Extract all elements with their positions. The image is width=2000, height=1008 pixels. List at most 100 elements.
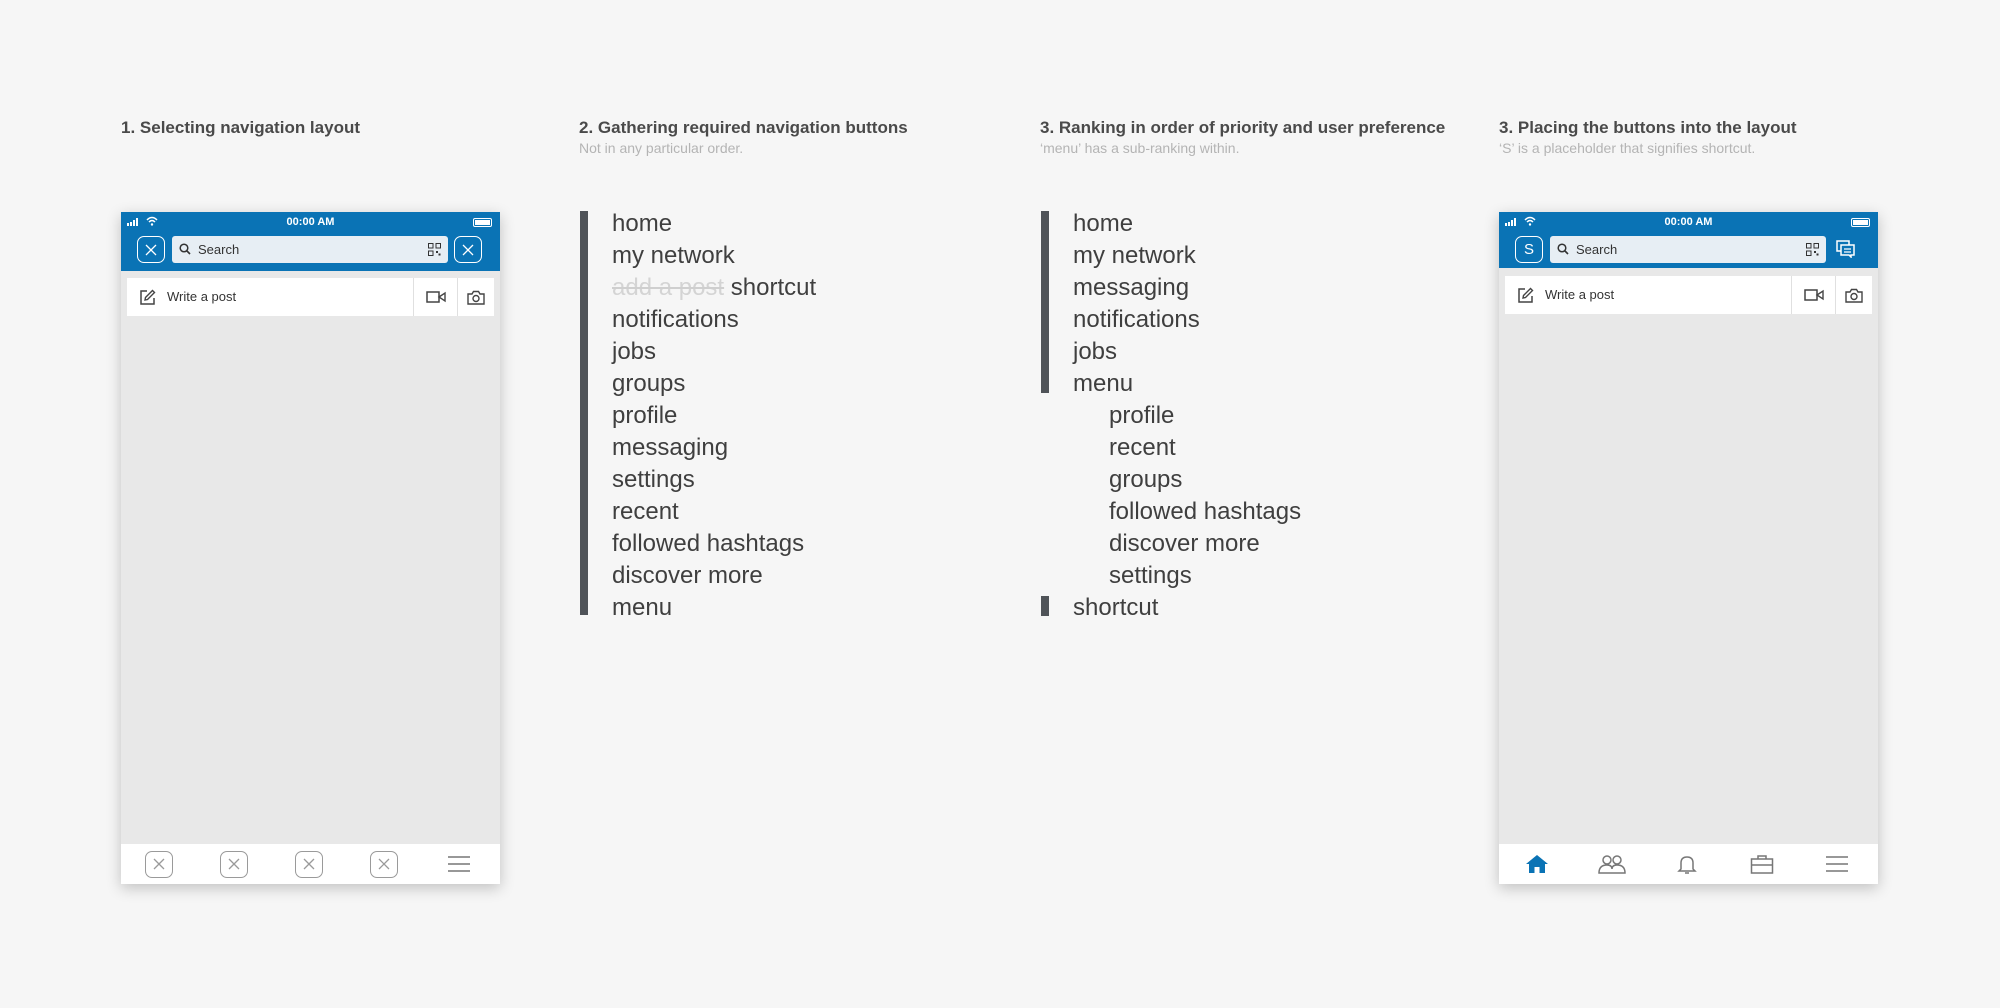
step-4-heading: 3. Placing the buttons into the layout ‘…	[1499, 118, 1797, 157]
list-item: my network	[1073, 242, 1196, 269]
nav-slot-2[interactable]	[196, 844, 271, 884]
search-bar[interactable]: Search	[1550, 236, 1826, 263]
status-bar: 00:00 AM	[1499, 215, 1878, 229]
status-time: 00:00 AM	[286, 216, 335, 228]
struck-item: add a post	[612, 274, 725, 301]
step-subtitle: Not in any particular order.	[579, 140, 744, 156]
bottom-nav	[1499, 844, 1878, 884]
signal-icon	[127, 218, 138, 226]
nav-menu[interactable]	[1799, 844, 1874, 884]
camera-button[interactable]	[457, 278, 494, 316]
nav-home[interactable]	[1499, 844, 1574, 884]
qr-code-icon[interactable]	[428, 243, 441, 256]
step-title: 1. Selecting navigation layout	[121, 118, 360, 137]
placeholder-x-icon	[303, 858, 314, 870]
signal-icon	[1505, 218, 1516, 226]
step-3-heading: 3. Ranking in order of priority and user…	[1040, 118, 1445, 157]
list-item: discover more	[612, 562, 763, 589]
list-item: my network	[612, 242, 735, 269]
camera-button[interactable]	[1835, 276, 1872, 314]
sub-list-item: followed hashtags	[1109, 498, 1302, 525]
messaging-icon	[1836, 240, 1855, 259]
placeholder-x-icon	[462, 244, 474, 255]
list-item: jobs	[612, 338, 657, 365]
shortcut-letter: S	[1523, 241, 1534, 258]
sub-list-item: discover more	[1109, 530, 1260, 557]
list-item: shortcut	[1073, 594, 1159, 621]
sub-list-item: settings	[1109, 562, 1192, 589]
camera-icon	[1845, 288, 1863, 303]
placeholder-left-button[interactable]	[137, 236, 165, 263]
qr-code-icon[interactable]	[1806, 243, 1819, 256]
search-icon	[179, 243, 191, 255]
placeholder-x-icon	[228, 858, 239, 870]
sub-list-item: profile	[1109, 402, 1175, 429]
step-title: 3. Ranking in order of priority and user…	[1040, 118, 1446, 137]
list-item: notifications	[612, 306, 739, 333]
list-item: groups	[612, 370, 686, 397]
replacement-item: shortcut	[730, 274, 817, 301]
bell-icon	[1676, 855, 1697, 874]
phone-mockup-layout: 00:00 AM Search Write a post	[121, 212, 500, 884]
search-icon	[1557, 243, 1569, 255]
messaging-button[interactable]	[1836, 240, 1858, 260]
network-icon	[1597, 855, 1626, 874]
step-subtitle: ‘S’ is a placeholder that signifies shor…	[1499, 140, 1756, 156]
video-icon	[1804, 289, 1824, 301]
list-item: recent	[612, 498, 679, 525]
search-bar[interactable]: Search	[172, 236, 448, 263]
list-item: notifications	[1073, 306, 1200, 333]
list-item-replaced: add a post shortcut	[612, 273, 816, 303]
write-post-label: Write a post	[1545, 287, 1615, 302]
list-item: messaging	[1073, 274, 1190, 301]
battery-icon	[473, 218, 492, 227]
list-item: settings	[612, 466, 695, 493]
nav-jobs[interactable]	[1724, 844, 1799, 884]
list-item: home	[1073, 210, 1134, 237]
nav-slot-1[interactable]	[121, 844, 196, 884]
list-item: profile	[612, 402, 678, 429]
battery-icon	[1851, 218, 1870, 227]
list-item: messaging	[612, 434, 729, 461]
step-1-heading: 1. Selecting navigation layout	[121, 118, 360, 138]
write-post-bar[interactable]: Write a post	[127, 278, 494, 316]
placeholder-right-button[interactable]	[454, 236, 482, 263]
placeholder-x-icon	[378, 858, 389, 870]
search-placeholder: Search	[198, 242, 240, 257]
video-button[interactable]	[1791, 276, 1836, 314]
menu-icon	[1825, 856, 1848, 872]
status-time: 00:00 AM	[1664, 216, 1713, 228]
wifi-icon	[1524, 216, 1536, 226]
placeholder-x-icon	[145, 244, 157, 255]
wifi-icon	[146, 216, 158, 226]
nav-slot-menu[interactable]	[421, 844, 496, 884]
video-icon	[426, 291, 446, 303]
group-bar	[580, 211, 588, 615]
nav-slot-4[interactable]	[346, 844, 421, 884]
bottom-nav	[121, 844, 500, 884]
video-button[interactable]	[413, 278, 458, 316]
menu-icon	[447, 856, 470, 872]
nav-my-network[interactable]	[1574, 844, 1649, 884]
nav-slot-3[interactable]	[271, 844, 346, 884]
compose-icon	[140, 289, 156, 305]
step-2-heading: 2. Gathering required navigation buttons…	[579, 118, 908, 157]
shortcut-bar	[1041, 596, 1049, 616]
write-post-bar[interactable]: Write a post	[1505, 276, 1872, 314]
list-item: menu	[612, 594, 673, 621]
list-item: menu	[1073, 370, 1134, 397]
shortcut-button[interactable]: S	[1515, 236, 1543, 263]
phone-mockup-final: 00:00 AM S Search Write a post	[1499, 212, 1878, 884]
app-header: 00:00 AM Search	[121, 212, 500, 271]
sub-list-item: recent	[1109, 434, 1176, 461]
list-item: followed hashtags	[612, 530, 805, 557]
write-post-label: Write a post	[167, 289, 237, 304]
nav-notifications[interactable]	[1649, 844, 1724, 884]
step-title: 3. Placing the buttons into the layout	[1499, 118, 1797, 137]
sub-list-item: groups	[1109, 466, 1183, 493]
app-header: 00:00 AM S Search	[1499, 212, 1878, 268]
search-placeholder: Search	[1576, 242, 1618, 257]
step-subtitle: ‘menu’ has a sub-ranking within.	[1040, 140, 1240, 156]
placeholder-x-icon	[153, 858, 164, 870]
list-item: jobs	[1073, 338, 1118, 365]
